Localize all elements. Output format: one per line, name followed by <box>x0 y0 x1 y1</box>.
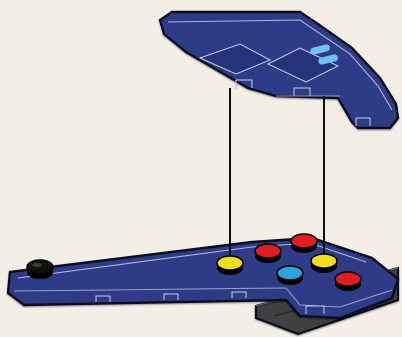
stud-red-upper-left <box>255 244 281 263</box>
stud-blue-center <box>277 266 303 285</box>
stud-yellow-right <box>311 254 337 273</box>
stud-yellow-left <box>217 256 243 275</box>
stud-black-tip <box>27 260 53 279</box>
stud-red-right <box>335 272 361 291</box>
stud-red-upper-right <box>291 234 317 253</box>
